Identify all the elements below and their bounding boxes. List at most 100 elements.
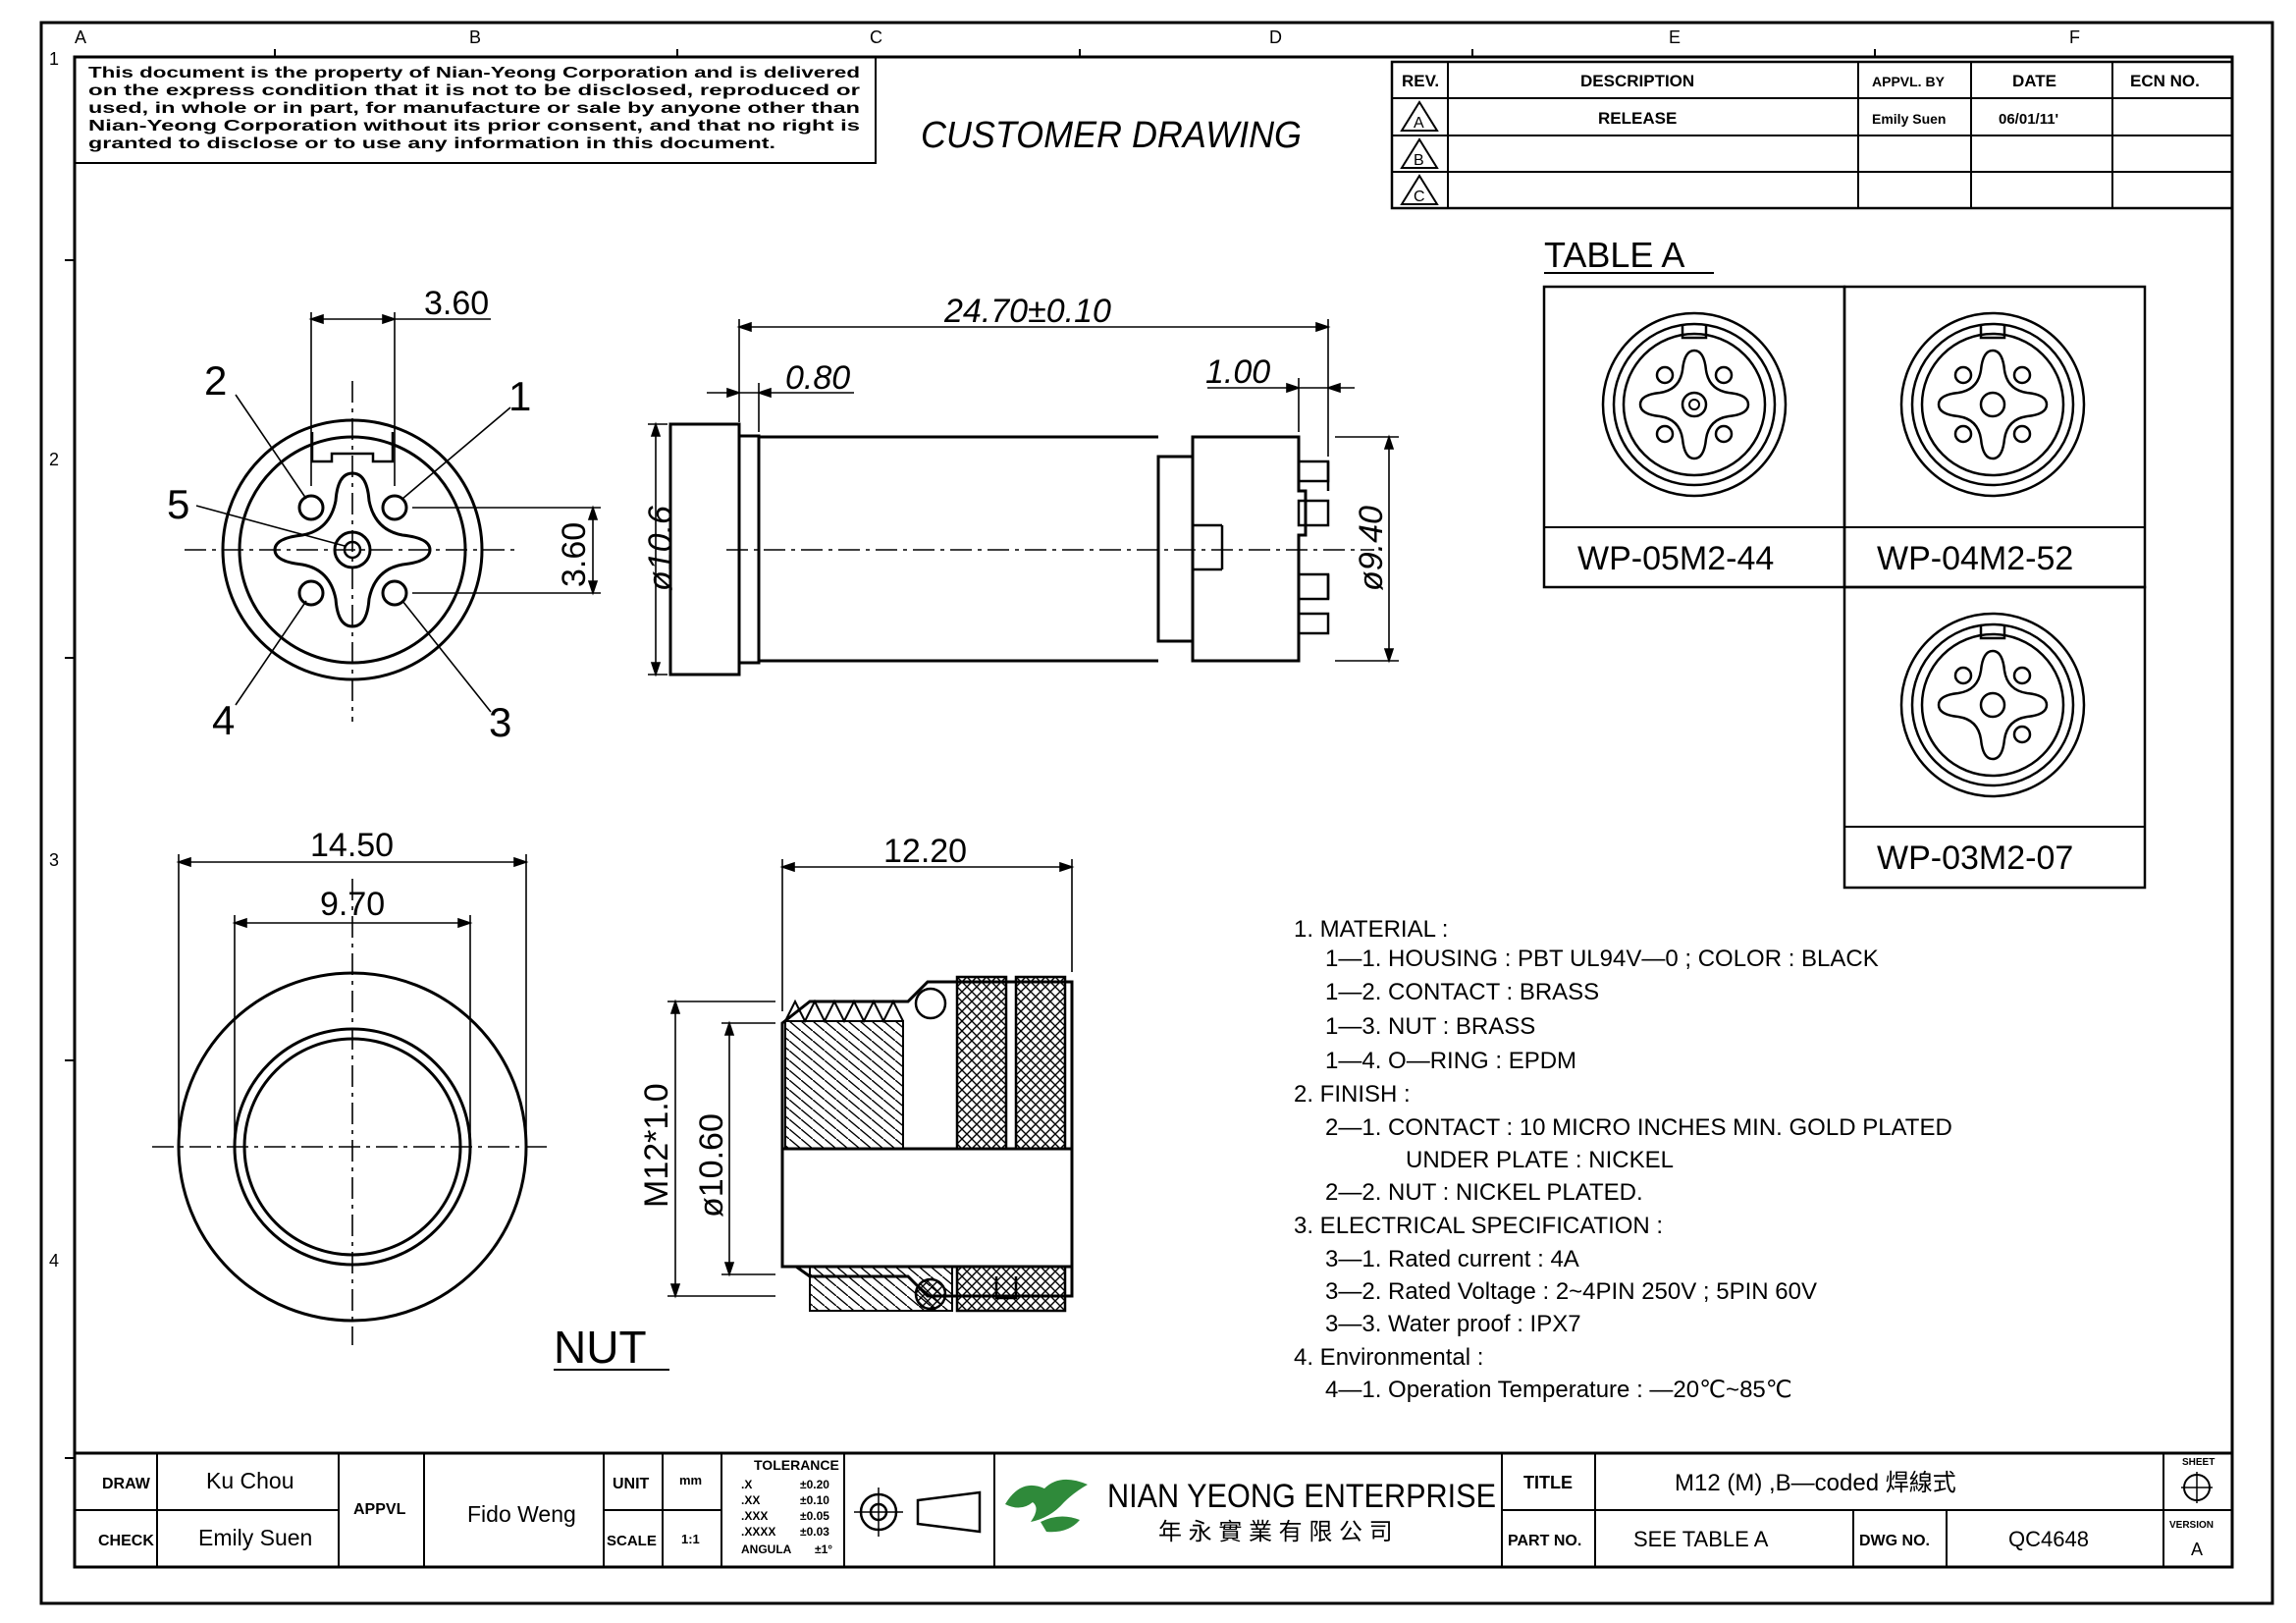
note-line: 3—1. Rated current : 4A <box>1325 1246 1579 1272</box>
rev-triangle-icon: C <box>1400 174 1439 205</box>
version-value: A <box>2191 1540 2203 1559</box>
date-header: DATE <box>2012 72 2056 90</box>
dim-flange: 0.80 <box>785 359 850 397</box>
zone-col-b: B <box>469 27 481 47</box>
pin-label-5: 5 <box>167 481 189 527</box>
table-a-part: WP-05M2-44 <box>1577 540 1774 577</box>
dim-dia-flange: ø10.6 <box>642 506 679 591</box>
tolerance-key: .XXXX <box>741 1525 775 1539</box>
tolerance-key: .XX <box>741 1493 760 1507</box>
note-line: 3. ELECTRICAL SPECIFICATION : <box>1294 1213 1663 1239</box>
version-label: VERSION <box>2169 1520 2214 1531</box>
notes-block: 1. MATERIAL : 1—1. HOUSING : PBT UL94V—0… <box>1294 916 1952 1403</box>
tolerance-value: ±0.10 <box>800 1493 829 1507</box>
connector-front-view: 3.60 3.60 1 2 3 4 5 <box>167 285 601 745</box>
note-line: 3—2. Rated Voltage : 2~4PIN 250V ; 5PIN … <box>1325 1278 1817 1305</box>
note-line: 1—3. NUT : BRASS <box>1325 1013 1535 1040</box>
dim-nut-length: 12.20 <box>883 833 967 870</box>
unit-value: mm <box>679 1473 702 1488</box>
sheet-symbol-icon <box>2181 1472 2213 1503</box>
zone-col-d: D <box>1269 27 1282 47</box>
check-value: Emily Suen <box>198 1525 312 1550</box>
rev-description: RELEASE <box>1598 109 1677 128</box>
company-logo-icon <box>1005 1479 1088 1533</box>
zone-row-2: 2 <box>49 450 59 469</box>
dim-nut-thread: M12*1.0 <box>638 1083 675 1208</box>
scale-value: 1:1 <box>681 1532 700 1546</box>
third-angle-projection-icon <box>854 1488 982 1537</box>
zone-row-4: 4 <box>49 1251 59 1271</box>
notice-line: used, in whole or in part, for manufactu… <box>88 100 860 117</box>
pin-label-2: 2 <box>204 357 227 404</box>
note-line: 2—1. CONTACT : 10 MICRO INCHES MIN. GOLD… <box>1325 1114 1952 1141</box>
notice-line: on the express condition that it is not … <box>88 82 860 99</box>
ecn-header: ECN NO. <box>2130 72 2200 90</box>
tolerance-value: ±0.20 <box>800 1478 829 1491</box>
title-label: TITLE <box>1523 1473 1573 1492</box>
note-line: 1—4. O—RING : EPDM <box>1325 1048 1576 1074</box>
tolerance-key: ANGULA <box>741 1542 792 1556</box>
zone-row-1: 1 <box>49 49 59 69</box>
rev-date: 06/01/11' <box>1999 111 2058 128</box>
check-label: CHECK <box>98 1533 154 1549</box>
scale-label: SCALE <box>607 1533 657 1549</box>
nut-label: NUT <box>554 1322 647 1373</box>
sheet-label: SHEET <box>2182 1457 2215 1468</box>
unit-label: UNIT <box>613 1476 650 1492</box>
tolerance-key: .XXX <box>741 1509 768 1523</box>
revision-table: REV. DESCRIPTION APPVL. BY DATE ECN NO. … <box>1390 60 2234 210</box>
tolerance-value: ±1° <box>815 1542 832 1556</box>
notice-line: granted to disclose or to use any inform… <box>88 135 775 152</box>
tolerance-key: .X <box>741 1478 752 1491</box>
pin-label-1: 1 <box>508 373 531 419</box>
note-line: 1—2. CONTACT : BRASS <box>1325 979 1599 1005</box>
tolerance-value: ±0.03 <box>800 1525 829 1539</box>
svg-text:A: A <box>1414 115 1424 132</box>
title-block: DRAW Ku Chou CHECK Emily Suen APPVL Fido… <box>73 1451 2234 1569</box>
dwg-no-value: QC4648 <box>2008 1527 2089 1551</box>
dim-nut-outer: 14.50 <box>310 827 394 864</box>
dim-pin-spacing-right: 3.60 <box>556 522 593 587</box>
title-value: M12 (M) ,B—coded 焊線式 <box>1675 1470 1956 1496</box>
note-line: 2. FINISH : <box>1294 1081 1411 1108</box>
zone-col-a: A <box>75 27 86 47</box>
note-line: 4. Environmental : <box>1294 1344 1483 1371</box>
dwg-no-label: DWG NO. <box>1859 1533 1930 1549</box>
drawing-title: CUSTOMER DRAWING <box>921 115 1302 156</box>
dim-dia-body: ø9.40 <box>1353 506 1390 591</box>
appvl-label: APPVL <box>353 1501 406 1518</box>
note-line: 1—1. HOUSING : PBT UL94V—0 ; COLOR : BLA… <box>1325 946 1879 972</box>
tolerance-value: ±0.05 <box>800 1509 829 1523</box>
rev-triangle-icon: B <box>1400 137 1439 169</box>
tolerance-title: TOLERANCE <box>754 1457 839 1473</box>
note-line: 2—2. NUT : NICKEL PLATED. <box>1325 1179 1643 1206</box>
connector-face-5pin-icon <box>1601 311 1788 498</box>
nut-front-view: 14.50 9.70 <box>152 827 550 1345</box>
sheet-frame: A B C D E F 1 2 3 4 <box>39 21 2274 1605</box>
draw-label: DRAW <box>102 1476 151 1492</box>
company-name: NIAN YEONG ENTERPRISE <box>1107 1478 1496 1515</box>
note-line: 3—3. Water proof : IPX7 <box>1325 1311 1581 1337</box>
proprietary-notice: This document is the property of Nian-Ye… <box>74 56 877 164</box>
approved-by-header: APPVL. BY <box>1872 74 1946 89</box>
dim-nut-bore: ø10.60 <box>693 1113 730 1217</box>
company-name-cn: 年 永 實 業 有 限 公 司 <box>1158 1519 1393 1545</box>
svg-text:B: B <box>1414 152 1424 169</box>
dim-overall-length: 24.70±0.10 <box>943 293 1111 330</box>
rev-approved-by: Emily Suen <box>1872 111 1946 127</box>
note-line: 1. MATERIAL : <box>1294 916 1448 943</box>
part-no-value: SEE TABLE A <box>1633 1527 1769 1551</box>
zone-col-e: E <box>1669 27 1681 47</box>
rev-header: REV. <box>1402 72 1439 90</box>
connector-side-view: 24.70±0.10 0.80 1.00 ø10.6 ø9.40 <box>642 293 1399 677</box>
table-a-title: TABLE A <box>1544 235 1684 275</box>
table-a-part: WP-04M2-52 <box>1877 540 2073 577</box>
rev-triangle-icon: A <box>1400 100 1439 132</box>
zone-row-3: 3 <box>49 850 59 870</box>
notice-line: Nian-Yeong Corporation without its prior… <box>88 118 860 135</box>
table-a: TABLE A <box>1542 235 2147 890</box>
connector-face-3pin-icon <box>1899 612 2086 798</box>
nut-side-view: 12.20 M12*1.0 ø10.60 NUT <box>554 833 1075 1373</box>
zone-col-c: C <box>870 27 882 47</box>
